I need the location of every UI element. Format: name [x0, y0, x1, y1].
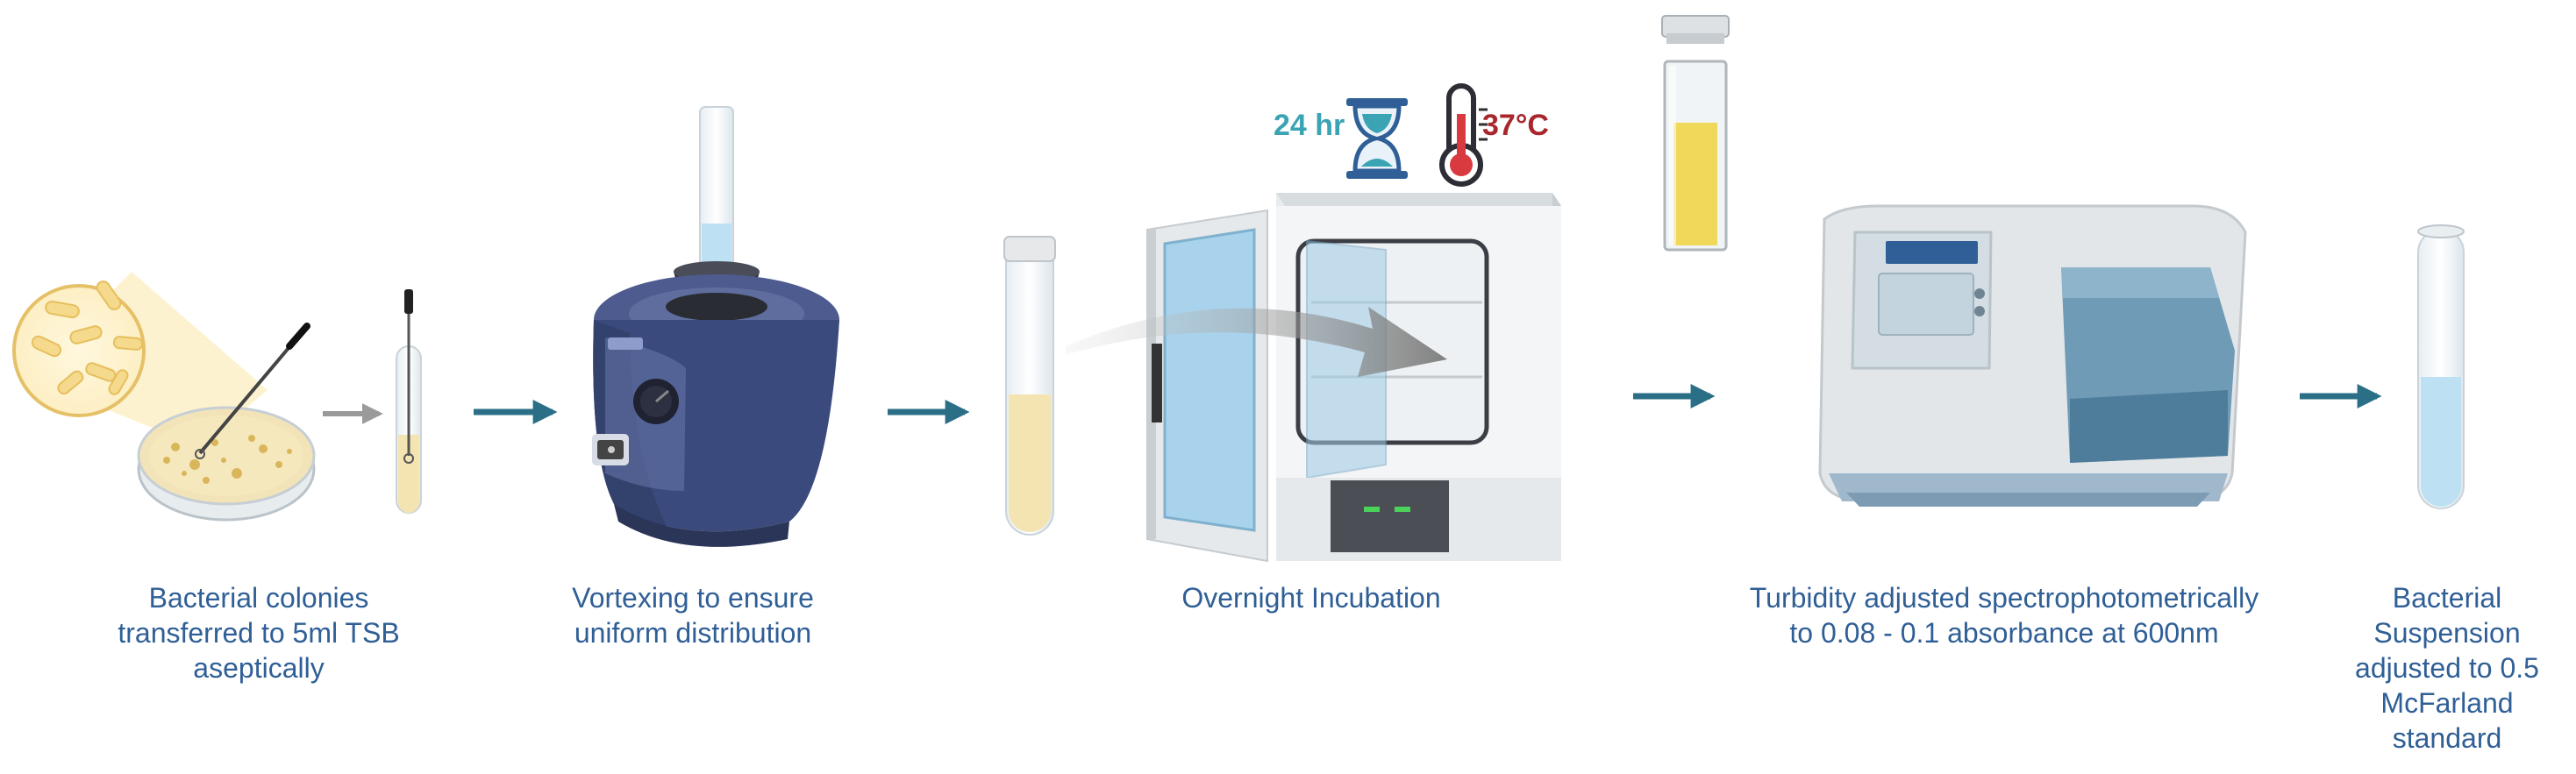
caption-suspension: Bacterial Suspension adjusted to 0.5 McF…	[2337, 580, 2557, 756]
caption-line: transferred to 5ml TSB	[118, 617, 400, 649]
caption-line: aseptically	[193, 652, 325, 684]
vortex-mixer-illustration	[592, 106, 839, 547]
thermometer-icon	[1439, 83, 1488, 187]
culture-tube-illustration	[1003, 236, 1056, 536]
incubation-curved-arrow	[1066, 307, 1447, 377]
cuvette-illustration	[1661, 15, 1730, 252]
caption-line: Bacterial colonies	[148, 582, 369, 614]
caption-line: Overnight Incubation	[1181, 582, 1441, 614]
caption-line: standard	[2392, 722, 2502, 754]
caption-spectro: Turbidity adjusted spectrophotometricall…	[1671, 580, 2337, 650]
tsb-tube-with-loop	[396, 289, 422, 514]
spectrophotometer-illustration	[1818, 204, 2247, 507]
incubator-illustration	[1146, 193, 1561, 563]
caption-line: adjusted to 0.5	[2355, 652, 2539, 684]
caption-line: uniform distribution	[574, 617, 812, 649]
hourglass-icon	[1346, 98, 1408, 179]
suspension-tube-illustration	[2417, 224, 2465, 509]
caption-line: to 0.08 - 0.1 absorbance at 600nm	[1789, 617, 2219, 649]
caption-incubation: Overnight Incubation	[1136, 580, 1487, 615]
caption-colonies: Bacterial colonies transferred to 5ml TS…	[79, 580, 439, 685]
caption-line: Vortexing to ensure	[572, 582, 814, 614]
caption-line: Turbidity adjusted spectrophotometricall…	[1749, 582, 2259, 614]
incubation-temperature-label: 37°C	[1482, 109, 1549, 142]
caption-vortex: Vortexing to ensure uniform distribution	[517, 580, 868, 650]
incubation-time-label: 24 hr	[1274, 109, 1345, 142]
caption-line: Suspension	[2373, 617, 2521, 649]
caption-line: McFarland	[2380, 687, 2514, 719]
caption-line: Bacterial	[2392, 582, 2502, 614]
petri-dish-illustration	[12, 272, 316, 522]
